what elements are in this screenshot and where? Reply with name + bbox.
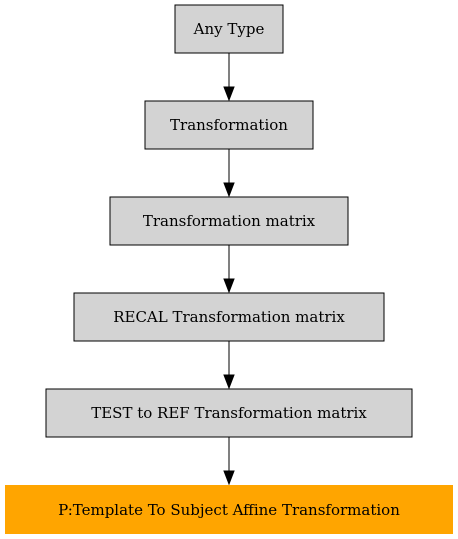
node-test-to-ref-transformation-matrix-label: TEST to REF Transformation matrix [91, 404, 367, 422]
node-transformation-matrix-label: Transformation matrix [143, 212, 316, 230]
edge-recal-to-test-to-ref [223, 341, 235, 390]
node-any-type-label: Any Type [193, 20, 265, 38]
node-transformation[interactable]: Transformation [144, 100, 314, 150]
node-recal-transformation-matrix[interactable]: RECAL Transformation matrix [73, 292, 385, 342]
node-test-to-ref-transformation-matrix[interactable]: TEST to REF Transformation matrix [45, 388, 413, 438]
node-transformation-matrix[interactable]: Transformation matrix [109, 196, 349, 246]
node-template-to-subject-affine-transformation-label: P:Template To Subject Affine Transformat… [58, 501, 400, 519]
edge-test-to-ref-to-template [223, 437, 235, 486]
edge-transformation-to-transformation-matrix [223, 149, 235, 198]
node-template-to-subject-affine-transformation[interactable]: P:Template To Subject Affine Transformat… [5, 485, 453, 534]
edge-transformation-matrix-to-recal [223, 245, 235, 294]
node-any-type[interactable]: Any Type [174, 4, 284, 54]
node-recal-transformation-matrix-label: RECAL Transformation matrix [113, 308, 345, 326]
node-transformation-label: Transformation [170, 116, 288, 134]
edge-any-type-to-transformation [223, 53, 235, 102]
